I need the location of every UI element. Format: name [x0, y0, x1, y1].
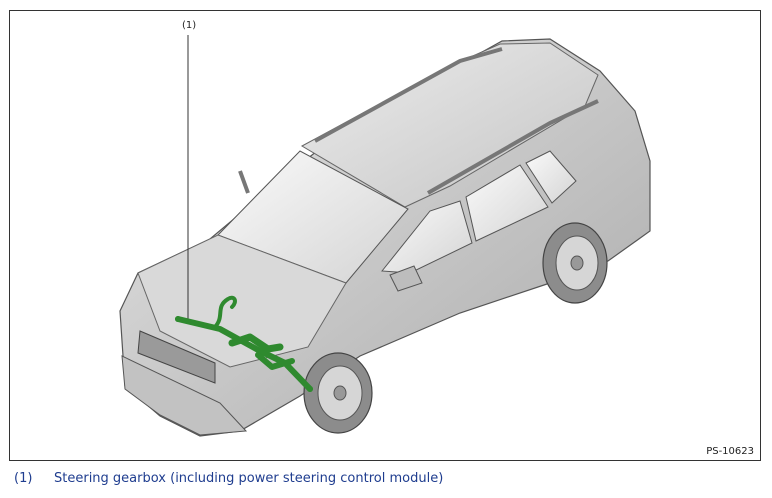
front-wheel	[303, 352, 373, 434]
legend-item-text: Steering gearbox (including power steeri…	[54, 471, 444, 486]
roof-rail-left	[314, 47, 503, 143]
side-window-quarter	[525, 150, 577, 204]
hood	[137, 234, 347, 368]
side-window-rear	[465, 164, 549, 242]
legend-item-number: (1)	[14, 471, 33, 486]
antenna	[238, 170, 250, 194]
steering-gearbox-highlight	[175, 295, 313, 392]
rear-wheel	[542, 222, 608, 304]
front-grille	[137, 330, 216, 384]
car-illustration	[119, 35, 651, 437]
roof-rail-right	[427, 99, 599, 195]
front-bumper	[121, 355, 248, 436]
legend-item: (1) Steering gearbox (including power ste…	[14, 471, 443, 486]
figure-frame: (1) PS-10623	[9, 10, 761, 461]
side-mirror	[389, 265, 423, 292]
callout-label: (1)	[182, 20, 197, 31]
figure-id: PS-10623	[706, 446, 754, 457]
